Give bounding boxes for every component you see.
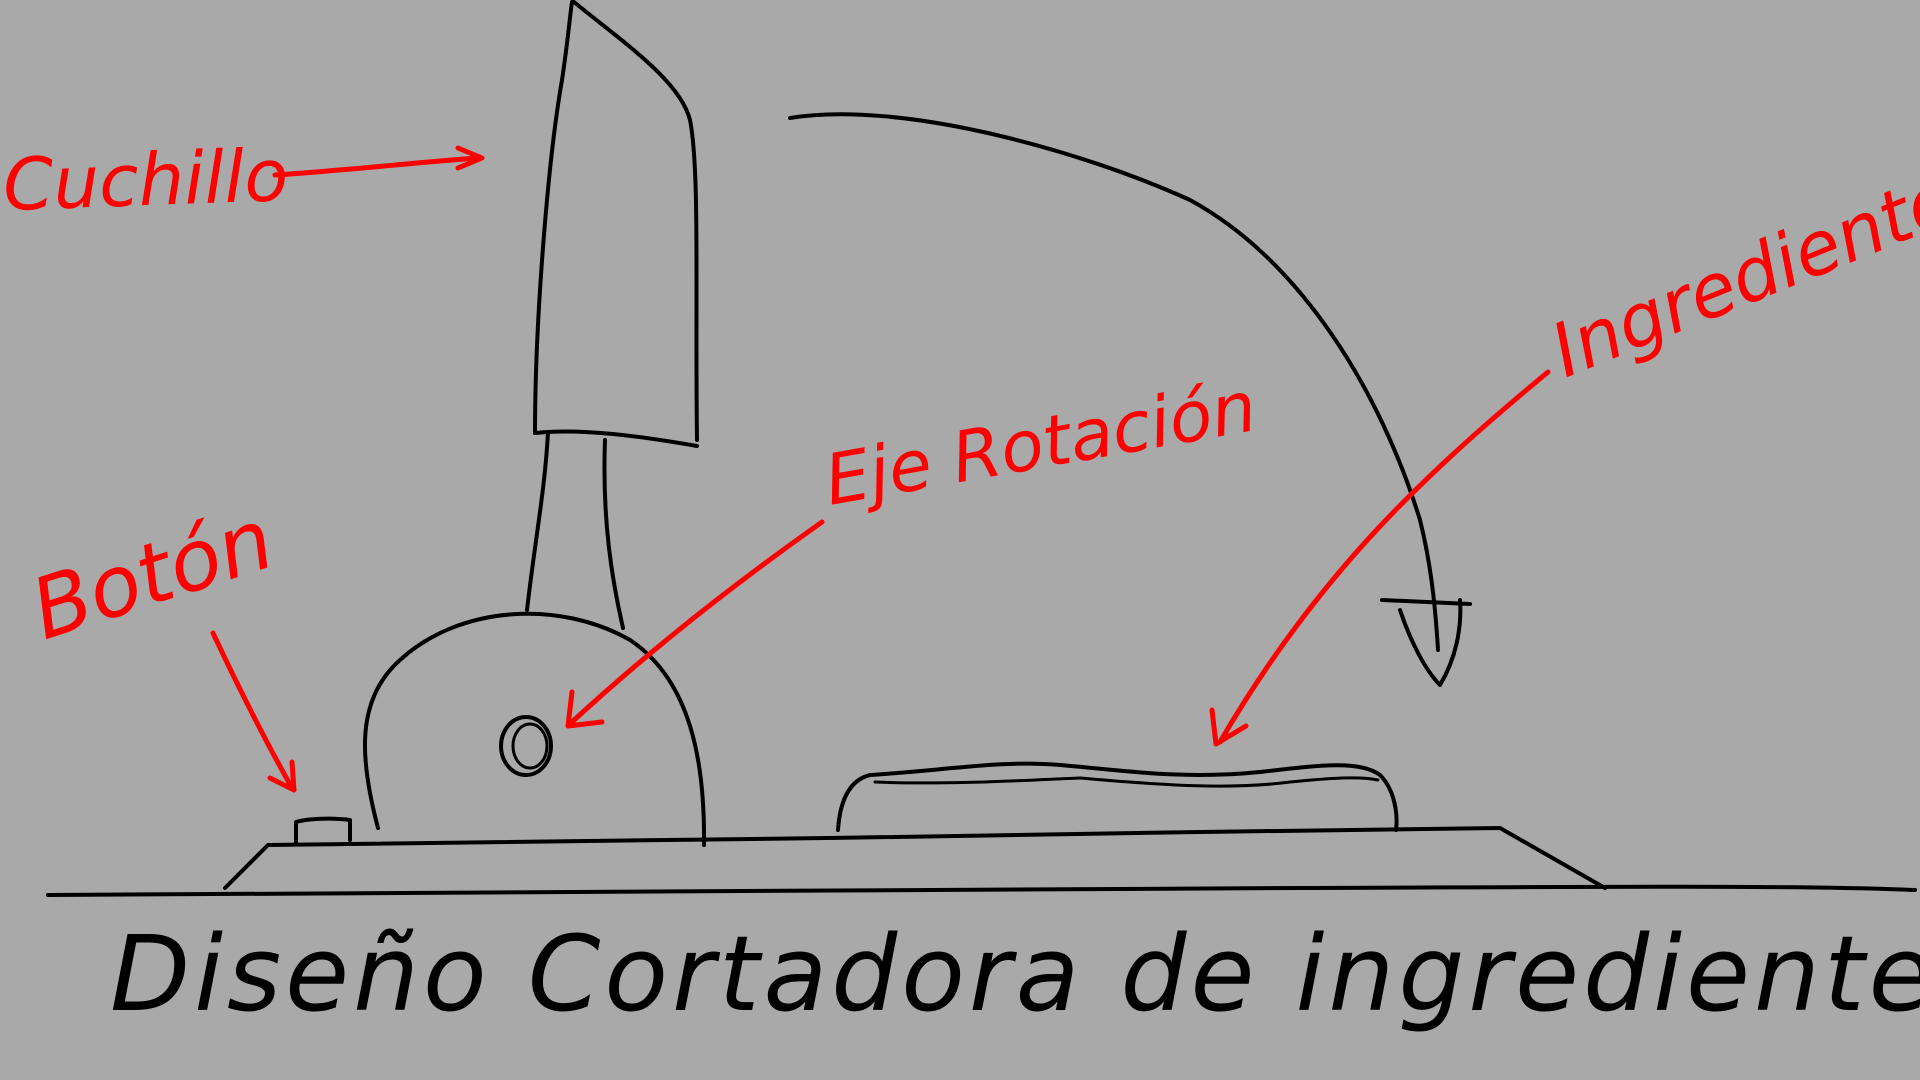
- knife-label: Cuchillo: [2, 133, 290, 227]
- knife-blade-bottom: [533, 429, 699, 448]
- ingredient-top-line: [873, 776, 1380, 788]
- button-part: [294, 816, 352, 844]
- rotation-arrow-head: [1380, 598, 1472, 687]
- knife-arrow: [272, 155, 481, 178]
- knife-arrow-head: [455, 145, 485, 171]
- ingredient-arrow: [1217, 369, 1551, 745]
- button-label: Botón: [20, 490, 285, 659]
- knife-blade-edge: [572, 0, 699, 442]
- rotation-axis-pin-inner: [511, 722, 549, 770]
- ingredient-label: Ingrediente: [1540, 155, 1920, 394]
- ground-line: [46, 884, 1917, 897]
- knife-handle-right: [602, 438, 625, 630]
- knife-blade: [533, 0, 574, 435]
- button-arrow: [210, 630, 295, 791]
- ingredient-arrow-head: [1209, 707, 1249, 747]
- rotation-axis-label: Eje Rotación: [819, 365, 1263, 521]
- ingredient-item: [836, 761, 1399, 832]
- base-platform: [223, 826, 1607, 890]
- knife-handle: [525, 430, 550, 612]
- rotation-arc: [788, 112, 1440, 652]
- rotation-axis-arrow-head: [565, 689, 605, 729]
- diagram-title: Diseño Cortadora de ingredientes: [110, 913, 1920, 1035]
- rotation-hub: [362, 611, 707, 847]
- button-arrow-head: [267, 759, 297, 793]
- rotation-axis-pin: [499, 715, 553, 777]
- rotation-axis-arrow: [569, 519, 825, 725]
